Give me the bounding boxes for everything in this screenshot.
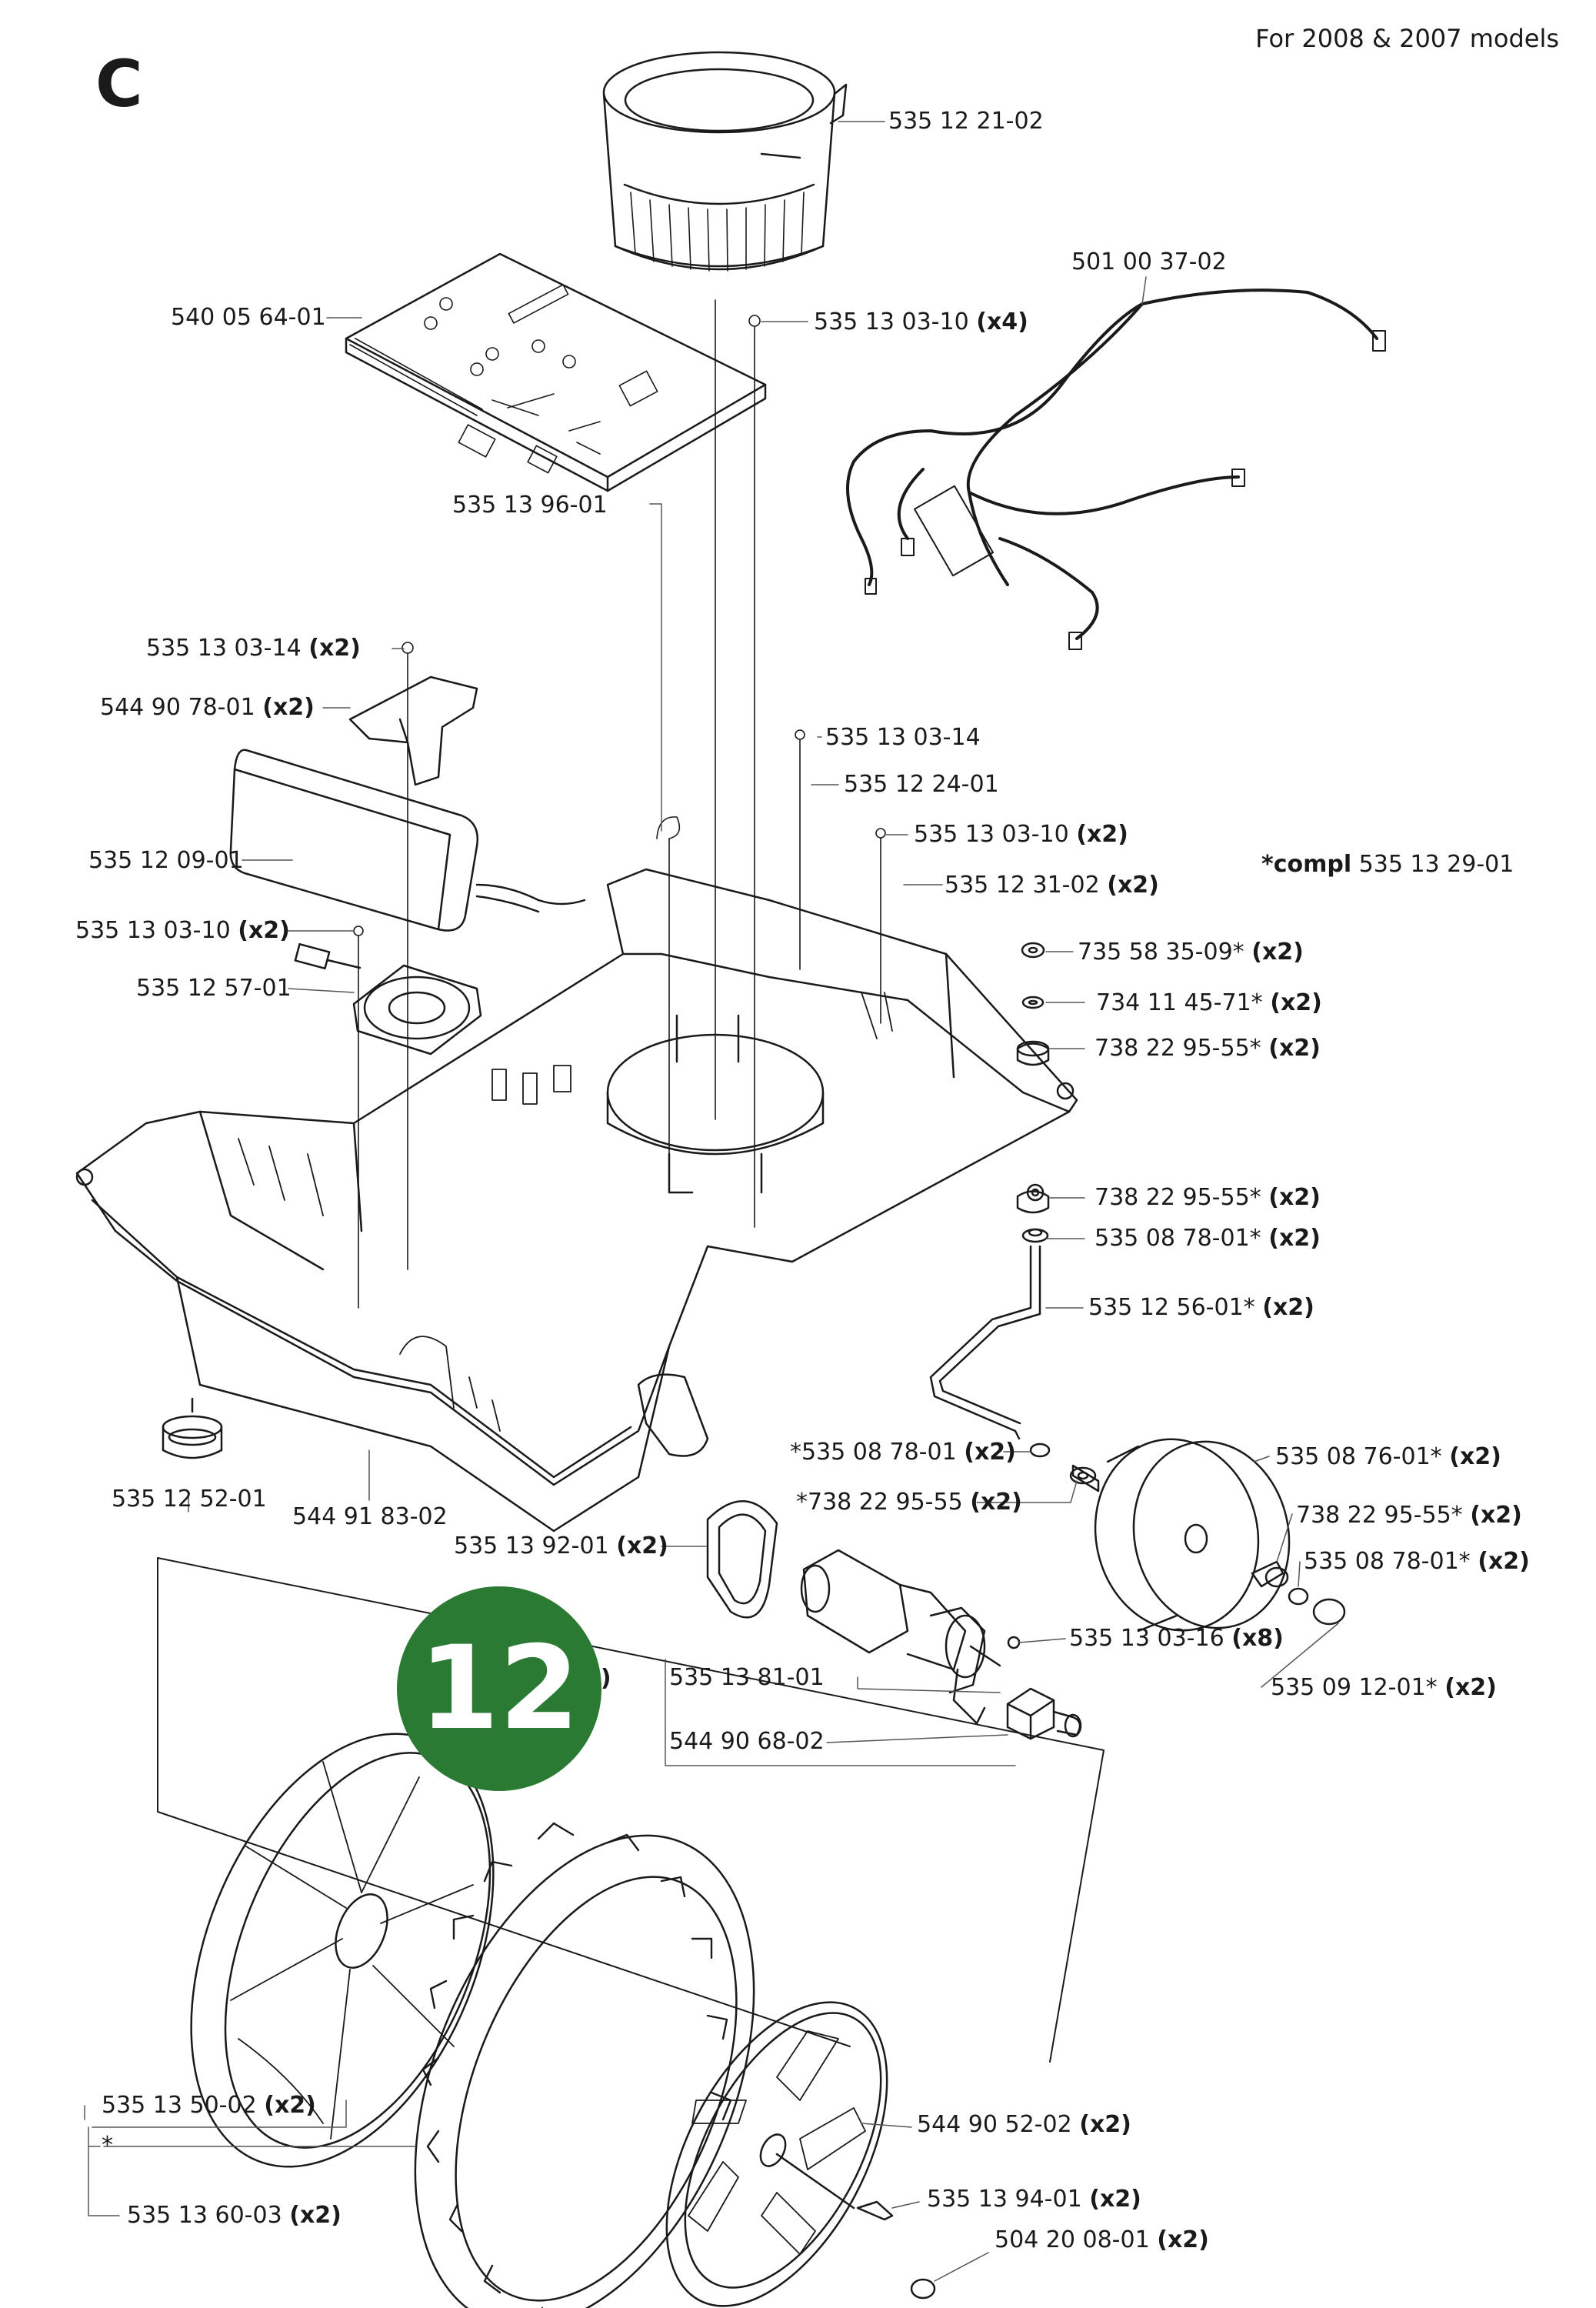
top-ring-part: [602, 51, 848, 272]
callout-label: 738 22 95-55* (x2): [1296, 1502, 1522, 1529]
callout-label: 544 90 52-02 (x2): [917, 2111, 1131, 2138]
washer-stack-part: [1016, 942, 1050, 1214]
callout-label: 535 12 09-01: [88, 847, 244, 874]
coupling-part: [1006, 1636, 1082, 1740]
callout-label: 734 11 45-71* (x2): [1096, 989, 1322, 1016]
axle-rod-part: [929, 1183, 1049, 1440]
hubcap-part: [665, 2001, 936, 2307]
callout-label: 501 00 37-02: [1071, 248, 1227, 275]
callout-label: 535 08 78-01* (x2): [1304, 1548, 1530, 1575]
callout-label: 540 05 64-01: [171, 304, 326, 331]
gasket-part: [706, 1500, 778, 1619]
callout-label: 535 12 57-01: [136, 975, 292, 1002]
callout-label: 535 13 03-10 (x4): [814, 309, 1028, 335]
assembly-frame: [157, 1557, 1105, 2063]
callout-label: *738 22 95-55 (x2): [796, 1489, 1022, 1516]
callout-label: 535 13 03-14: [825, 724, 981, 751]
bracket-part: [348, 675, 478, 786]
callout-label: 535 13 60-03 (x2): [127, 2202, 342, 2229]
callout-label: 735 58 35-09* (x2): [1078, 939, 1304, 966]
callout-label: 535 12 24-01: [844, 771, 999, 798]
callout-label: *: [102, 2132, 113, 2159]
callout-label: 535 09 12-01* (x2): [1271, 1674, 1497, 1701]
leader-lines: [84, 121, 1339, 2282]
seal-ring-part: [162, 1397, 223, 1459]
callout-label: 544 90 78-01 (x2): [100, 694, 315, 721]
callout-label: 535 13 03-10 (x2): [75, 917, 290, 944]
battery-pack-part: [229, 749, 586, 932]
callout-label: 535 13 50-02 (x2): [102, 2092, 316, 2119]
circuit-board-part: [345, 252, 767, 492]
callout-label: 535 13 03-14 (x2): [146, 635, 361, 662]
tire-part: [414, 1822, 755, 2308]
callout-label: 535 12 56-01* (x2): [1088, 1294, 1314, 1321]
callout-label: 535 13 03-10 (x2): [914, 821, 1128, 848]
small-wheel-part: [1029, 1438, 1346, 1633]
callout-label: *535 08 78-01 (x2): [790, 1439, 1016, 1466]
callout-label: 535 13 94-01 (x2): [927, 2186, 1141, 2213]
page-number-badge: 12: [397, 1586, 601, 1791]
screw-guide-lines: [353, 299, 886, 1309]
wiring-harness-part: [846, 288, 1386, 650]
callout-label: 535 12 31-02 (x2): [945, 872, 1159, 899]
motor-part: [800, 1549, 1001, 1725]
compl-note: *compl 535 13 29-01: [1261, 851, 1514, 878]
callout-label: 535 13 03-16 (x8): [1069, 1625, 1284, 1652]
callout-label: 535 12 52-01: [112, 1486, 267, 1513]
callout-label: 544 90 68-02: [669, 1728, 825, 1755]
chassis-part: [75, 868, 1078, 1533]
callout-label: 738 22 95-55* (x2): [1095, 1035, 1321, 1062]
callout-label: 535 13 96-01: [452, 492, 608, 519]
callout-label: 535 13 81-01: [669, 1664, 825, 1691]
section-letter: C: [95, 46, 143, 122]
callout-label: 535 08 76-01* (x2): [1275, 1443, 1501, 1470]
callout-label: 535 08 78-01* (x2): [1095, 1225, 1321, 1252]
callout-label: 544 91 83-02: [292, 1503, 448, 1530]
models-note: For 2008 & 2007 models: [1255, 24, 1559, 53]
callout-label: 535 12 21-02: [888, 108, 1044, 135]
callout-label: 738 22 95-55* (x2): [1095, 1184, 1321, 1211]
callout-label: 504 20 08-01 (x2): [995, 2226, 1209, 2253]
callout-label: 535 13 92-01 (x2): [454, 1533, 668, 1559]
speaker-part: [294, 942, 482, 1056]
